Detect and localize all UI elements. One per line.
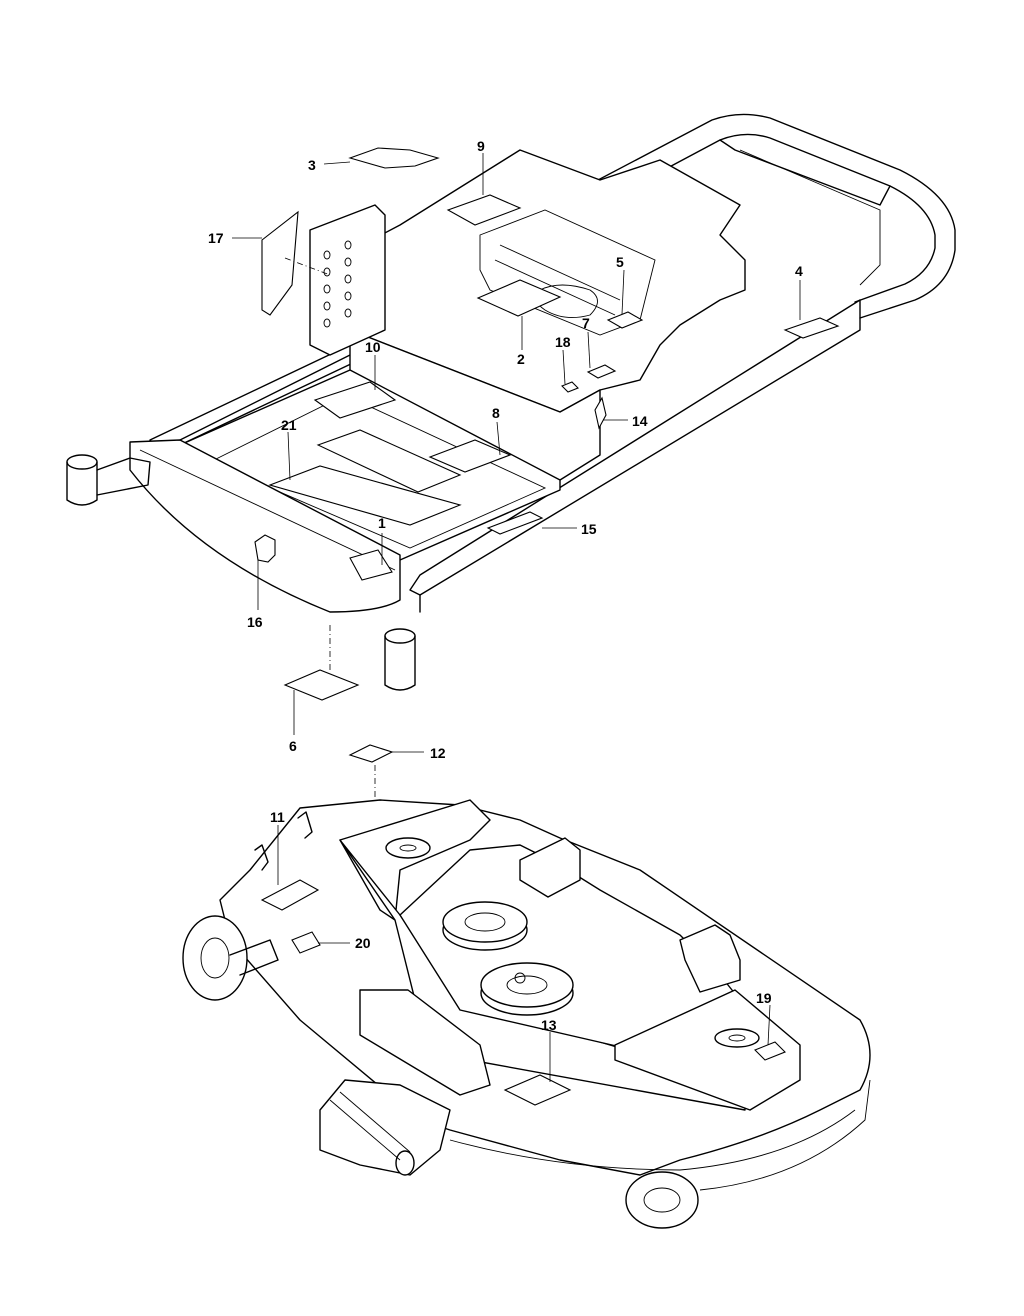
decal-18 <box>561 381 579 393</box>
lower-decals <box>260 744 786 1106</box>
decal-14 <box>594 396 607 430</box>
decal-4 <box>783 317 840 339</box>
callout-2: 2 <box>517 351 525 367</box>
callout-5: 5 <box>616 254 624 270</box>
decal-3 <box>348 147 440 169</box>
callout-13: 13 <box>541 1017 557 1033</box>
callout-1: 1 <box>378 515 386 531</box>
callout-20: 20 <box>355 935 371 951</box>
decal-21a <box>268 465 462 526</box>
callout-15: 15 <box>581 521 597 537</box>
decal-12 <box>348 744 394 763</box>
decal-20 <box>291 931 321 954</box>
slot-holes <box>323 240 352 328</box>
decal-2 <box>476 279 562 317</box>
decal-9 <box>446 194 522 226</box>
callout-7: 7 <box>582 315 590 331</box>
callout-8: 8 <box>492 405 500 421</box>
callout-11: 11 <box>270 809 285 825</box>
callout-17: 17 <box>208 230 224 246</box>
callout-16: 16 <box>247 614 263 630</box>
decal-10 <box>313 381 397 419</box>
decal-13 <box>503 1074 572 1106</box>
callout-labels: 1 2 3 4 5 6 7 8 9 10 11 12 13 14 15 16 1… <box>208 138 803 1033</box>
callout-6: 6 <box>289 738 297 754</box>
decal-5 <box>606 311 644 329</box>
callout-9: 9 <box>477 138 485 154</box>
callout-19: 19 <box>756 990 772 1006</box>
callout-18: 18 <box>555 334 571 350</box>
upper-decals <box>254 147 840 701</box>
callout-10: 10 <box>365 339 381 355</box>
callout-3: 3 <box>308 157 316 173</box>
callout-21: 21 <box>281 417 297 433</box>
decal-6 <box>283 669 360 701</box>
decal-1 <box>349 549 393 581</box>
decal-17 <box>261 210 299 316</box>
decal-7 <box>586 364 617 379</box>
callout-12: 12 <box>430 745 446 761</box>
decal-8 <box>428 439 512 473</box>
decal-15 <box>486 511 544 535</box>
leader-lines <box>232 153 801 1082</box>
mower-deck <box>182 799 871 1229</box>
frame-assembly <box>66 113 956 691</box>
callout-4: 4 <box>795 263 803 279</box>
callout-14: 14 <box>632 413 648 429</box>
decal-11 <box>260 879 320 911</box>
decal-21b <box>316 429 462 493</box>
